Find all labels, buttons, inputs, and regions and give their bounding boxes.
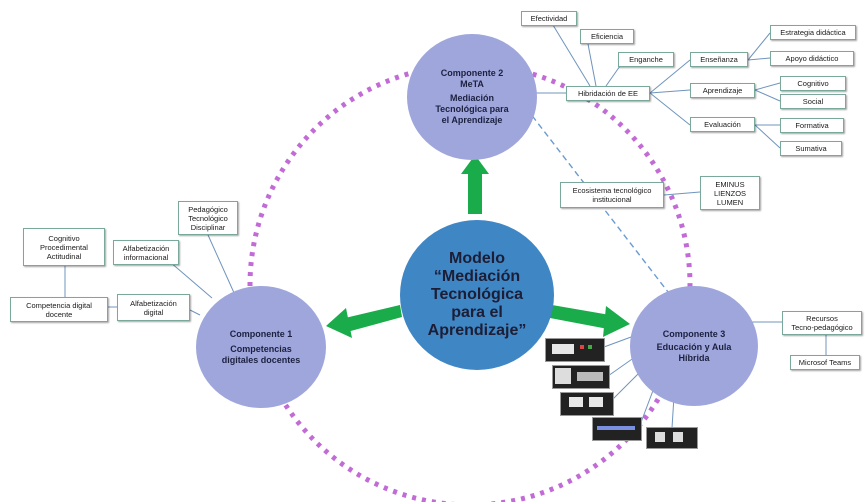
- node-estrategia: Estrategia didáctica: [770, 25, 856, 40]
- center-line-1: Modelo: [449, 250, 505, 267]
- ecosistema-line-1: Ecosistema tecnológico: [572, 186, 652, 195]
- node-plataformas: EMINUS LIENZOS LUMEN: [700, 176, 760, 210]
- plataforma-1: EMINUS: [715, 179, 745, 189]
- center-line-4: para el: [451, 304, 503, 321]
- c2-connectors: [536, 24, 781, 196]
- node-recursos: Recursos Tecno-pedagógico: [782, 311, 862, 335]
- center-line-5: Aprendizaje”: [427, 322, 527, 339]
- node-hibridacion: Hibridación de EE: [566, 86, 650, 101]
- pedagogico-line-3: Disciplinar: [190, 222, 226, 232]
- c3-sub-2: Híbrida: [678, 352, 710, 363]
- node-alfa-informacional: Alfabetización informacional: [113, 240, 179, 265]
- node-ensenanza: Enseñanza: [690, 52, 748, 67]
- node-evaluacion: Evaluación: [690, 117, 755, 132]
- component-1-circle: Componente 1 Competencias digitales doce…: [196, 286, 326, 408]
- recursos-line-2: Tecno-pedagógico: [791, 323, 853, 332]
- c2-title-1: Componente 2: [440, 68, 504, 78]
- classroom-thumbnail-2: [552, 365, 610, 389]
- pedagogico-line-2: Tecnológico: [188, 213, 228, 223]
- arrow-left-head: [326, 308, 352, 338]
- classroom-thumbnail-3: [560, 392, 614, 416]
- arrow-up-shaft: [468, 170, 482, 214]
- c3-title: Componente 3: [662, 328, 726, 339]
- recursos-line-1: Recursos: [806, 314, 838, 323]
- alfa-info-line-2: informacional: [123, 252, 169, 262]
- node-eficiencia: Eficiencia: [580, 29, 634, 44]
- competencia-line-2: docente: [45, 309, 73, 319]
- c1-sub-2: digitales docentes: [221, 354, 301, 365]
- node-pedagogico: Pedagógico Tecnológico Disciplinar: [178, 201, 238, 235]
- node-aprendizaje: Aprendizaje: [690, 83, 755, 98]
- c1-sub-1: Competencias: [230, 343, 292, 354]
- classroom-thumbnail-1: [545, 338, 605, 362]
- c2-sub-2: Tecnológica para: [435, 104, 509, 114]
- arrow-right-shaft: [550, 305, 610, 329]
- arrow-right-head: [603, 306, 630, 337]
- node-alfa-digital: Alfabetización digital: [117, 294, 190, 321]
- alfa-digital-line-2: digital: [143, 307, 164, 317]
- pedagogico-line-1: Pedagógico: [188, 204, 228, 214]
- cognitivo-c1-line-1: Cognitivo: [48, 233, 80, 243]
- competencia-line-1: Competencia digital: [26, 300, 92, 310]
- arrow-up-head: [461, 155, 489, 174]
- classroom-thumbnail-4: [592, 417, 642, 441]
- green-arrows: [326, 155, 630, 338]
- ecosistema-line-2: institucional: [592, 195, 632, 204]
- node-social: Social: [780, 94, 846, 109]
- node-cognitivo-c2: Cognitivo: [780, 76, 846, 91]
- c1-title: Componente 1: [229, 328, 293, 339]
- c3-sub-1: Educación y Aula: [656, 341, 732, 352]
- classroom-thumbnail-5: [646, 427, 698, 449]
- c2-title-2: MeTA: [460, 79, 484, 89]
- cognitivo-c1-line-3: Actitudinal: [46, 251, 82, 261]
- dotted-ring: [247, 62, 693, 502]
- plataforma-2: LIENZOS: [713, 188, 747, 198]
- node-efectividad: Efectividad: [521, 11, 577, 26]
- alfa-info-line-1: Alfabetización: [122, 243, 170, 253]
- alfa-digital-line-1: Alfabetización: [130, 298, 177, 308]
- center-line-3: Tecnológica: [430, 286, 524, 303]
- node-formativa: Formativa: [780, 118, 844, 133]
- center-line-2: “Mediación: [433, 268, 521, 285]
- center-model-circle: Modelo “Mediación Tecnológica para el Ap…: [400, 220, 554, 370]
- node-enganche: Enganche: [618, 52, 674, 67]
- component-2-circle: Componente 2 MeTA Mediación Tecnológica …: [407, 34, 537, 160]
- plataforma-3: LUMEN: [716, 197, 744, 207]
- node-competencia-digital: Competencia digital docente: [10, 297, 108, 322]
- node-cognitivo-c1: Cognitivo Procedimental Actitudinal: [23, 228, 105, 266]
- c2-sub-3: el Aprendizaje: [441, 115, 503, 125]
- c2-sub-1: Mediación: [449, 93, 494, 103]
- node-sumativa: Sumativa: [780, 141, 842, 156]
- node-teams: Microsof Teams: [790, 355, 860, 370]
- c1-connectors: [64, 234, 236, 316]
- arrow-left-shaft: [345, 305, 402, 332]
- cognitivo-c1-line-2: Procedimental: [40, 242, 88, 252]
- node-ecosistema: Ecosistema tecnológico institucional: [560, 182, 664, 208]
- node-apoyo: Apoyo didáctico: [770, 51, 854, 66]
- component-3-circle: Componente 3 Educación y Aula Híbrida: [630, 286, 758, 406]
